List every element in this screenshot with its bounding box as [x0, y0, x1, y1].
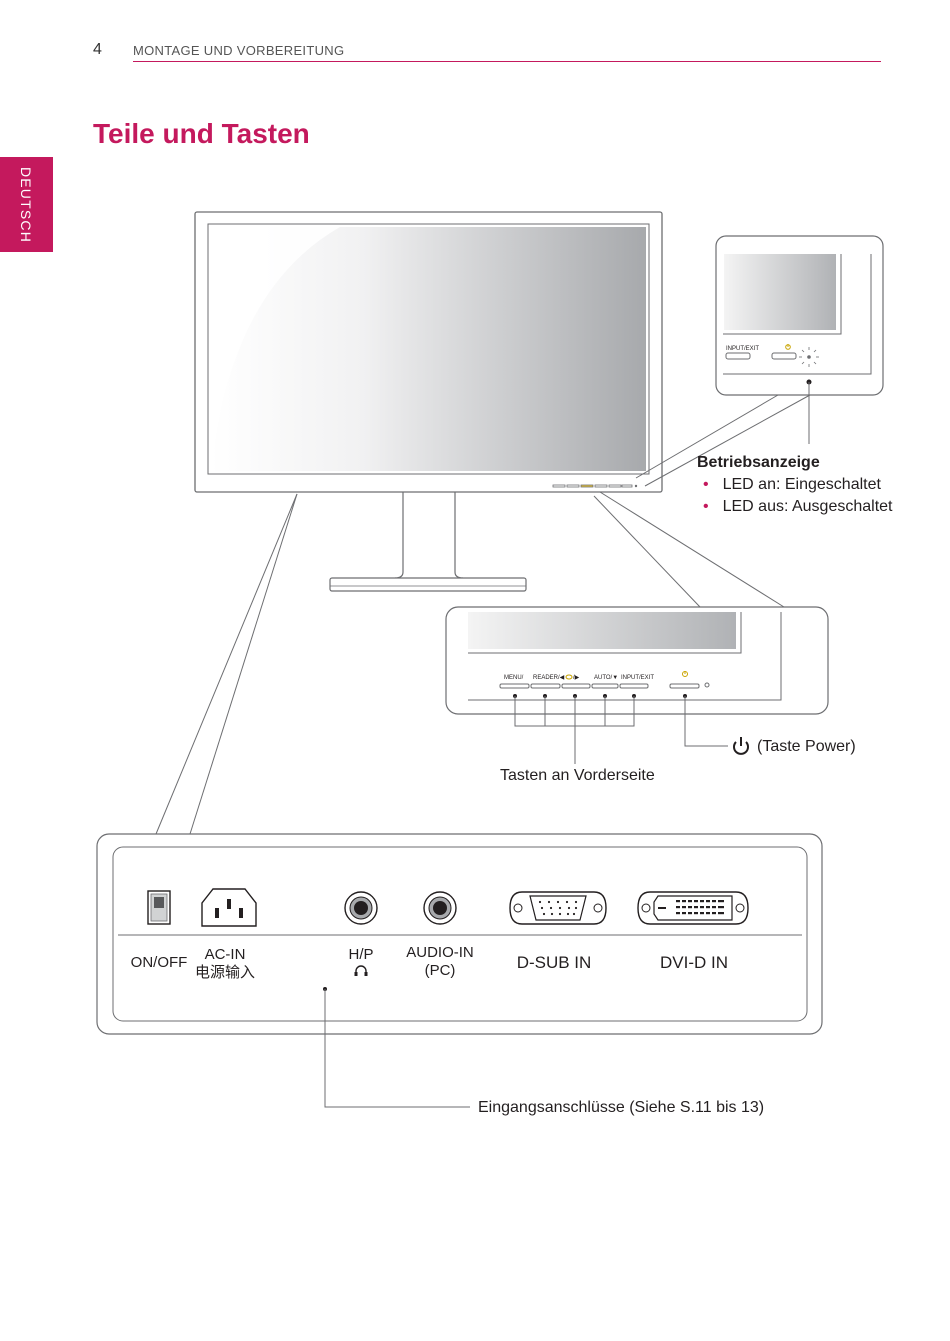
port-label-audio-in: AUDIO-IN (PC): [406, 944, 474, 979]
btn-label-input: INPUT/EXIT: [621, 675, 654, 681]
bullet-icon: •: [703, 476, 709, 493]
port-label-dvi-d: DVI-D IN: [660, 953, 728, 972]
port-label-ac-in: AC-IN 电源输入: [194, 946, 255, 981]
front-buttons-label: Tasten an Vorderseite: [500, 767, 655, 784]
ac-in-socket: [201, 888, 257, 927]
btn-label-eco: /▶: [573, 675, 580, 681]
port-label-onoff: ON/OFF: [130, 954, 188, 971]
btn-label-menu: MENU/: [504, 675, 524, 681]
power-indicator-item-off: •LED aus: Ausgeschaltet: [703, 498, 893, 515]
audio-in-jack: [423, 891, 457, 925]
headphone-jack: [344, 891, 378, 925]
monitor-front-view: [194, 211, 663, 592]
port-label-hp: H/P: [348, 946, 374, 963]
power-button-label: (Taste Power): [757, 738, 856, 755]
bullet-icon: •: [703, 498, 709, 515]
rear-panel: [96, 833, 823, 1108]
header-rule: [133, 61, 881, 62]
zoom-input-label: INPUT/EXIT: [726, 346, 759, 352]
input-ports-label: Eingangsanschlüsse (Siehe S.11 bis 13): [478, 1099, 765, 1116]
power-indicator-heading: Betriebsanzeige: [697, 454, 820, 471]
dvi-d-port: [637, 891, 749, 925]
power-indicator-item-on: •LED an: Eingeschaltet: [703, 476, 881, 493]
power-switch: [147, 890, 171, 925]
page-number: 4: [93, 41, 102, 58]
front-buttons-zoom: MENU/ READER/◀ /▶ AUTO/▼ INPUT/EXIT: [445, 606, 829, 764]
port-label-d-sub: D-SUB IN: [516, 953, 592, 972]
btn-label-reader: READER/◀: [533, 675, 565, 681]
power-led-zoom: INPUT/EXIT: [715, 235, 884, 444]
power-icon: [733, 737, 749, 755]
btn-label-auto: AUTO/▼: [594, 675, 618, 681]
language-tab: DEUTSCH: [0, 157, 53, 252]
page-title: Teile und Tasten: [93, 118, 310, 149]
d-sub-port: [509, 891, 607, 925]
headphone-icon: [354, 965, 368, 976]
section-title: MONTAGE UND VORBEREITUNG: [133, 43, 345, 58]
